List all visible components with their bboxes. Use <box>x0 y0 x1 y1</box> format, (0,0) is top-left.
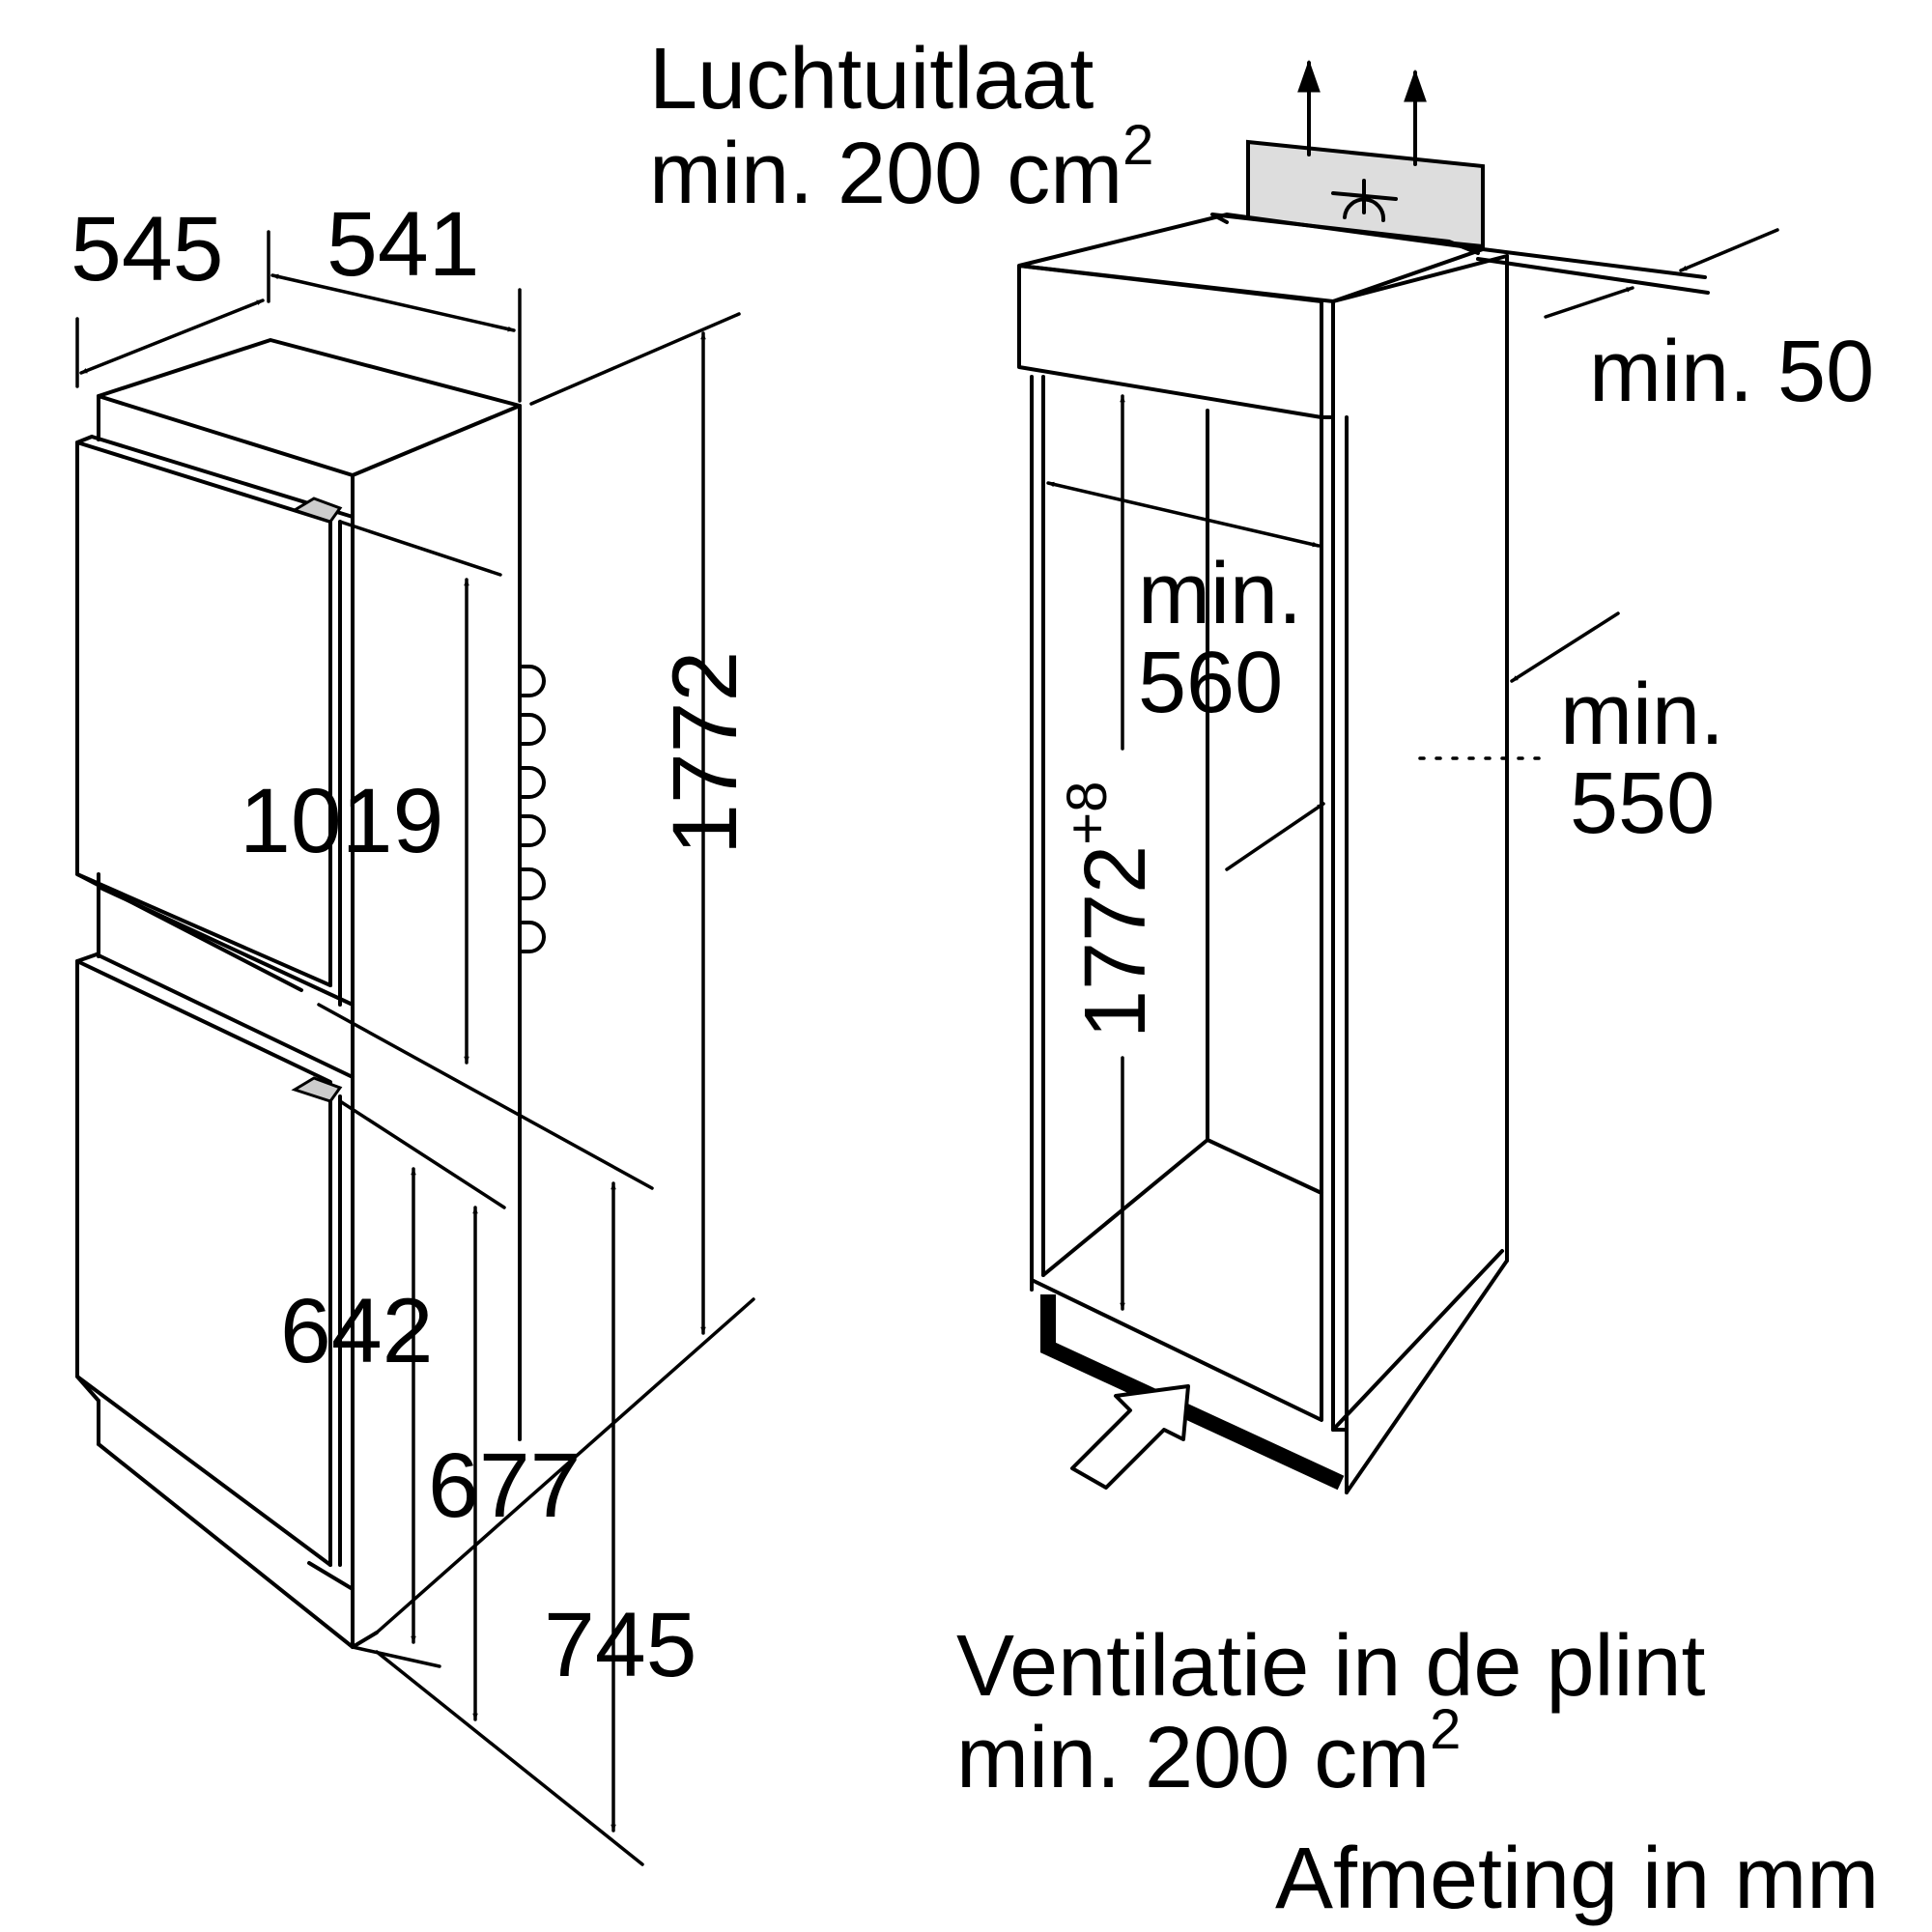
dim-541: 541 <box>327 193 480 296</box>
lower-handle <box>291 1076 343 1103</box>
plinth-ventilation-area-sup: 2 <box>1430 1698 1461 1761</box>
air-outlet-title: Luchtuitlaat <box>649 31 1094 128</box>
dim-550-arrow-outer <box>1510 611 1620 683</box>
unit-note: Afmeting in mm <box>1275 1831 1879 1927</box>
dim-50-arrow-outer <box>1679 228 1779 272</box>
left-dimension-lines <box>79 273 706 1833</box>
niche-height-value: 1772 <box>1067 845 1164 1038</box>
depth-550-value: 550 <box>1570 755 1715 852</box>
appliance-top-face <box>97 338 522 477</box>
upper-door <box>75 435 355 992</box>
dim-541-line <box>270 273 516 332</box>
fan-icon <box>1331 179 1398 222</box>
dim-545-line <box>79 298 265 375</box>
side-hinges <box>518 665 546 953</box>
dim-677: 677 <box>428 1435 582 1537</box>
plinth-ventilation-title: Ventilatie in de plint <box>956 1618 1706 1715</box>
air-outlet-area-sup: 2 <box>1122 114 1153 177</box>
dim-550-arrow-inner <box>1225 802 1325 871</box>
dim-560-line <box>1046 481 1321 548</box>
width-min-label: min. <box>1138 546 1302 642</box>
depth-min-label: min. <box>1560 667 1724 763</box>
plinth-ventilation-arrow <box>1070 1384 1190 1490</box>
gap-min-50: min. 50 <box>1589 324 1874 420</box>
dim-1772: 1772 <box>654 651 756 855</box>
niche-height-tolerance: +8 <box>1056 781 1119 845</box>
svg-text:1772+8: 1772+8 <box>1056 781 1164 1038</box>
lower-door <box>75 952 355 1567</box>
niche-drawing <box>1017 59 1710 1494</box>
appliance-drawing <box>75 230 755 1866</box>
svg-text:min. 200 cm2: min. 200 cm2 <box>649 114 1153 222</box>
dim-642: 642 <box>280 1280 434 1382</box>
width-560-value: 560 <box>1138 635 1283 731</box>
right-dimension-lines <box>1046 228 1779 1311</box>
plinth-ventilation-area: min. 200 cm <box>956 1710 1430 1806</box>
plinth <box>1040 1294 1345 1491</box>
dim-50-arrow-inner <box>1544 286 1634 319</box>
dim-545: 545 <box>71 198 224 300</box>
dim-745: 745 <box>544 1594 697 1696</box>
upper-handle <box>291 497 343 524</box>
svg-text:min. 200 cm2: min. 200 cm2 <box>956 1698 1461 1806</box>
dim-1019: 1019 <box>240 770 443 872</box>
air-outlet-area: min. 200 cm <box>649 126 1122 222</box>
